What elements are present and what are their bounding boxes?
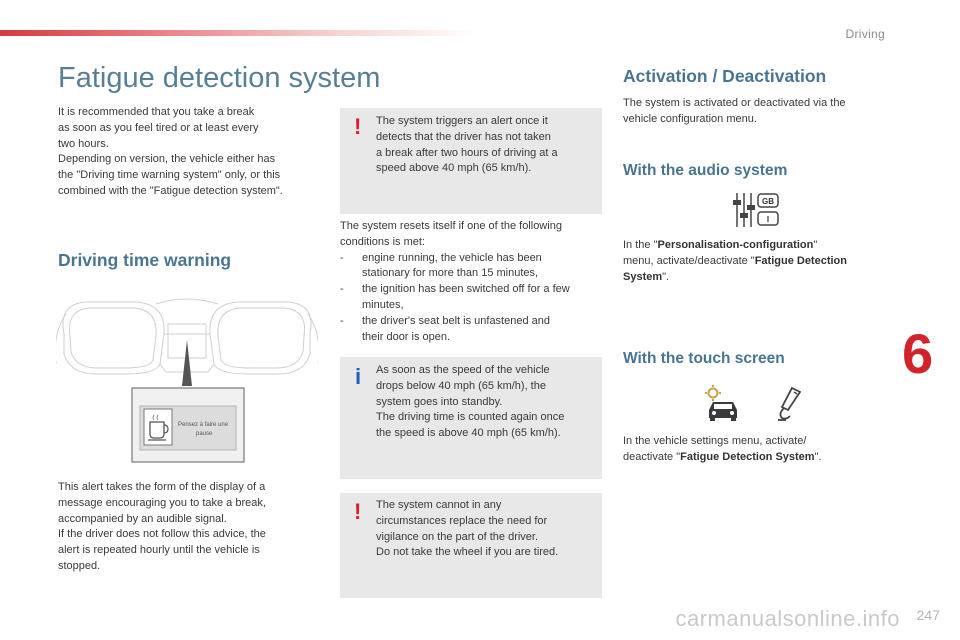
- display-message-line1: Pensez à faire une: [178, 422, 229, 428]
- warning-box-alert: ! The system triggers an alert once it d…: [340, 108, 602, 214]
- warning-text: The system cannot in any circumstances r…: [376, 499, 559, 559]
- watermark: carmanualsonline.info: [675, 606, 900, 631]
- audio-instructions: In the "Personalisation-configuration" m…: [623, 239, 847, 283]
- header-accent-bar: [0, 30, 480, 36]
- seat-belt-icon: [774, 386, 804, 422]
- intro-text: It is recommended that you take a break …: [58, 106, 283, 197]
- driving-time-desc: This alert takes the form of the display…: [58, 481, 266, 572]
- warning-text: The system triggers an alert once it det…: [376, 115, 558, 175]
- audio-settings-icon: GB I: [731, 191, 781, 229]
- language-label-gb: GB: [762, 197, 774, 206]
- display-message-line2: pause: [196, 431, 213, 437]
- info-text: As soon as the speed of the vehicle drop…: [376, 364, 565, 440]
- touch-stylus-icon: [778, 386, 802, 421]
- warning-icon: !: [354, 499, 362, 524]
- dashboard-illustration: Pensez à faire une pause: [54, 294, 320, 469]
- page-number: 247: [916, 607, 940, 623]
- list-item: the ignition has been switched off for a…: [340, 282, 608, 314]
- page-title: Fatigue detection system: [58, 62, 381, 94]
- list-item: the driver's seat belt is unfastened and…: [340, 314, 608, 346]
- conditions-list: engine running, the vehicle has been sta…: [340, 251, 608, 346]
- car-gear-icon: [705, 385, 737, 421]
- sliders-icon: GB I: [733, 193, 779, 227]
- list-item: engine running, the vehicle has been sta…: [340, 251, 608, 283]
- audio-heading: With the audio system: [623, 162, 788, 179]
- touch-instructions: In the vehicle settings menu, activate/ …: [623, 435, 822, 463]
- warning-box-vigilance: ! The system cannot in any circumstances…: [340, 493, 602, 598]
- car-settings-icon: [703, 384, 743, 422]
- warning-icon: !: [354, 114, 362, 139]
- driving-time-heading: Driving time warning: [58, 250, 232, 270]
- language-label-i: I: [767, 215, 769, 224]
- reset-conditions: The system resets itself if one of the f…: [340, 219, 608, 345]
- activation-heading: Activation / Deactivation: [623, 66, 827, 86]
- info-icon: i: [355, 364, 362, 389]
- instrument-cluster-drawing: Pensez à faire une pause: [54, 298, 320, 463]
- activation-text: The system is activated or deactivated v…: [623, 97, 846, 125]
- chapter-number: 6: [902, 322, 934, 385]
- coffee-cup-icon: [143, 408, 173, 446]
- info-box-standby: i As soon as the speed of the vehicle dr…: [340, 357, 602, 479]
- touch-heading: With the touch screen: [623, 350, 785, 367]
- section-label: Driving: [845, 27, 885, 41]
